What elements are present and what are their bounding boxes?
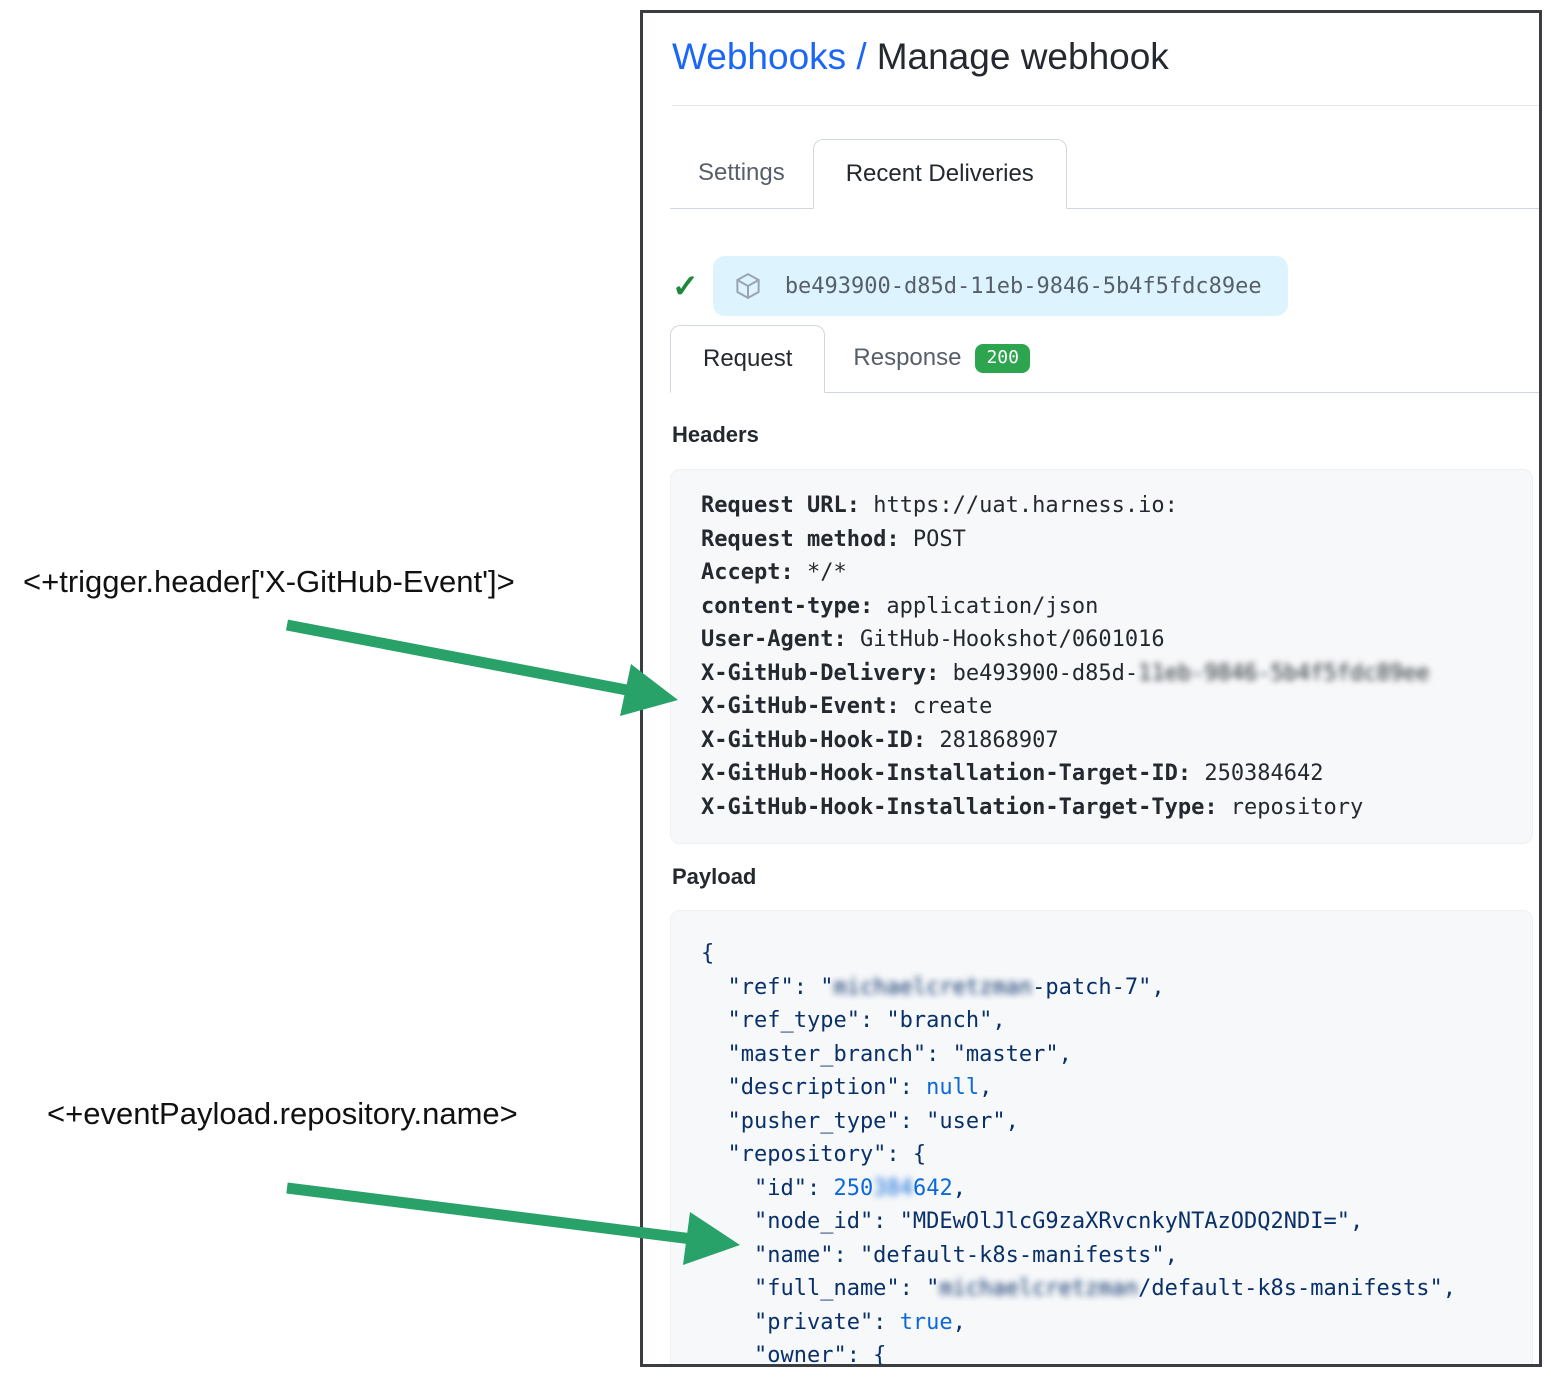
tab-request[interactable]: Request: [670, 325, 826, 393]
headers-title: Headers: [672, 422, 759, 447]
header-line: X-GitHub-Event: create: [701, 694, 993, 719]
header-line: Accept: */*: [701, 560, 847, 585]
arrow-to-x-github-event: [285, 619, 678, 716]
payload-line: "master_branch": "master",: [701, 1041, 1072, 1067]
header-line: content-type: application/json: [701, 593, 1099, 619]
delivery-item[interactable]: be493900-d85d-11eb-9846-5b4f5fdc89ee: [712, 256, 1288, 316]
tab-response[interactable]: Response 200: [825, 324, 1058, 392]
payload-line: "ref_type": "branch",: [701, 1008, 1006, 1033]
payload-line: "full_name": "michaelcretzman/default-k8…: [701, 1276, 1456, 1301]
delivery-guid: be493900-d85d-11eb-9846-5b4f5fdc89ee: [784, 273, 1262, 299]
payload-line: "pusher_type": "user",: [701, 1108, 1019, 1134]
title-divider: [672, 105, 1539, 106]
page-title: Webhooks /Manage webhook: [672, 35, 1539, 79]
tab-settings[interactable]: Settings: [698, 159, 785, 186]
payload-line: "owner": {: [701, 1343, 887, 1367]
payload-line: "ref": "michaelcretzman-patch-7",: [701, 974, 1165, 1000]
tab-recent-deliveries[interactable]: Recent Deliveries: [812, 139, 1067, 209]
webhook-panel: Webhooks /Manage webhook Settings Recent…: [640, 10, 1542, 1367]
header-line: User-Agent: GitHub-Hookshot/0601016: [701, 627, 1165, 652]
success-check-icon: ✓: [672, 268, 699, 304]
payload-line: "private": true,: [701, 1309, 966, 1335]
header-line: X-GitHub-Hook-Installation-Target-Type: …: [701, 794, 1364, 820]
header-line: Request URL: https://uat.harness.io:: [701, 493, 1178, 518]
payload-title: Payload: [672, 864, 757, 889]
header-line: X-GitHub-Hook-ID: 281868907: [701, 727, 1059, 753]
delivery-row: ✓ be493900-d85d-11eb-9846-5b4f5fdc89ee: [672, 256, 1539, 316]
package-icon: [736, 273, 760, 299]
annotation-event-payload: <+eventPayload.repository.name>: [47, 1096, 518, 1131]
page-title-current: Manage webhook: [876, 36, 1169, 77]
payload-line: "name": "default-k8s-manifests",: [701, 1242, 1178, 1268]
header-line: X-GitHub-Hook-Installation-Target-ID: 25…: [701, 761, 1324, 786]
tab-response-label: Response: [853, 344, 962, 371]
delivery-tabnav: Request Response 200: [670, 324, 1539, 393]
main-tabnav: Settings Recent Deliveries: [670, 138, 1539, 209]
annotation-trigger-header: <+trigger.header['X-GitHub-Event']>: [23, 564, 515, 599]
response-status-badge: 200: [975, 343, 1030, 373]
payload-line: "node_id": "MDEwOlJlcG9zaXRvcnkyNTAzODQ2…: [701, 1209, 1364, 1234]
payload-line: {: [701, 941, 715, 966]
header-line: X-GitHub-Delivery: be493900-d85d-11eb-98…: [701, 660, 1430, 686]
payload-codebox: { "ref": "michaelcretzman-patch-7", "ref…: [670, 910, 1533, 1367]
webhooks-breadcrumb-link[interactable]: Webhooks /: [672, 36, 867, 77]
payload-line: "description": null,: [701, 1075, 993, 1100]
payload-line: "id": 250384642,: [701, 1175, 966, 1201]
header-line: Request method: POST: [701, 526, 966, 552]
payload-line: "repository": {: [701, 1142, 927, 1167]
headers-codebox: Request URL: https://uat.harness.io: Requ…: [670, 469, 1533, 844]
